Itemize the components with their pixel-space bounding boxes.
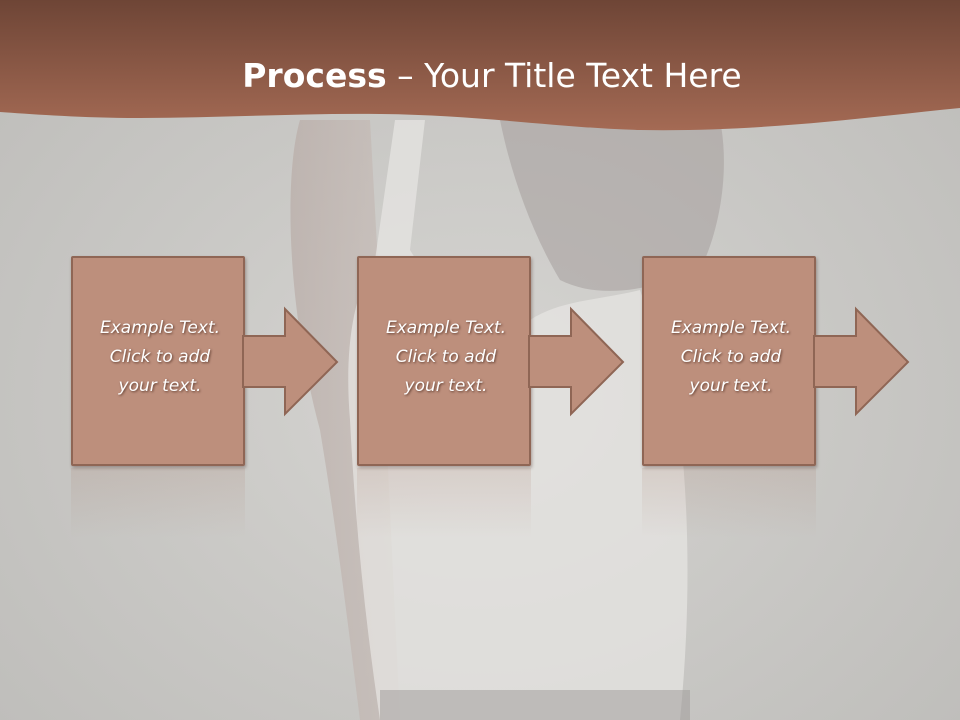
process-step-2[interactable]: Example Text. Click to add your text. [357,256,625,538]
step-text-line-2: Click to add [395,347,497,367]
step-reflection [71,468,245,538]
step-text-line-3: your text. [118,376,202,396]
process-step-1[interactable]: Example Text. Click to add your text. [71,256,339,538]
step-text-line-3: your text. [404,376,488,396]
title-bold: Process [242,56,387,95]
process-step-3[interactable]: Example Text. Click to add your text. [642,256,910,538]
title-rest: – Your Title Text Here [386,56,742,95]
step-text[interactable]: Example Text. Click to add your text. [650,314,812,401]
step-text-line-3: your text. [689,376,773,396]
arrow-right-icon [528,306,625,417]
step-text-line-1: Example Text. [385,318,507,338]
arrow-right-icon [242,306,339,417]
step-text-line-1: Example Text. [99,318,221,338]
header-banner [0,0,960,131]
page-title: Process – Your Title Text Here [0,54,960,98]
step-text-line-2: Click to add [109,347,211,367]
step-text-line-1: Example Text. [670,318,792,338]
step-text[interactable]: Example Text. Click to add your text. [365,314,527,401]
arrow-right-icon [813,306,910,417]
step-text[interactable]: Example Text. Click to add your text. [79,314,241,401]
step-reflection [357,468,531,538]
step-box[interactable]: Example Text. Click to add your text. [71,256,245,466]
step-reflection [642,468,816,538]
step-box[interactable]: Example Text. Click to add your text. [642,256,816,466]
step-text-line-2: Click to add [680,347,782,367]
step-box[interactable]: Example Text. Click to add your text. [357,256,531,466]
